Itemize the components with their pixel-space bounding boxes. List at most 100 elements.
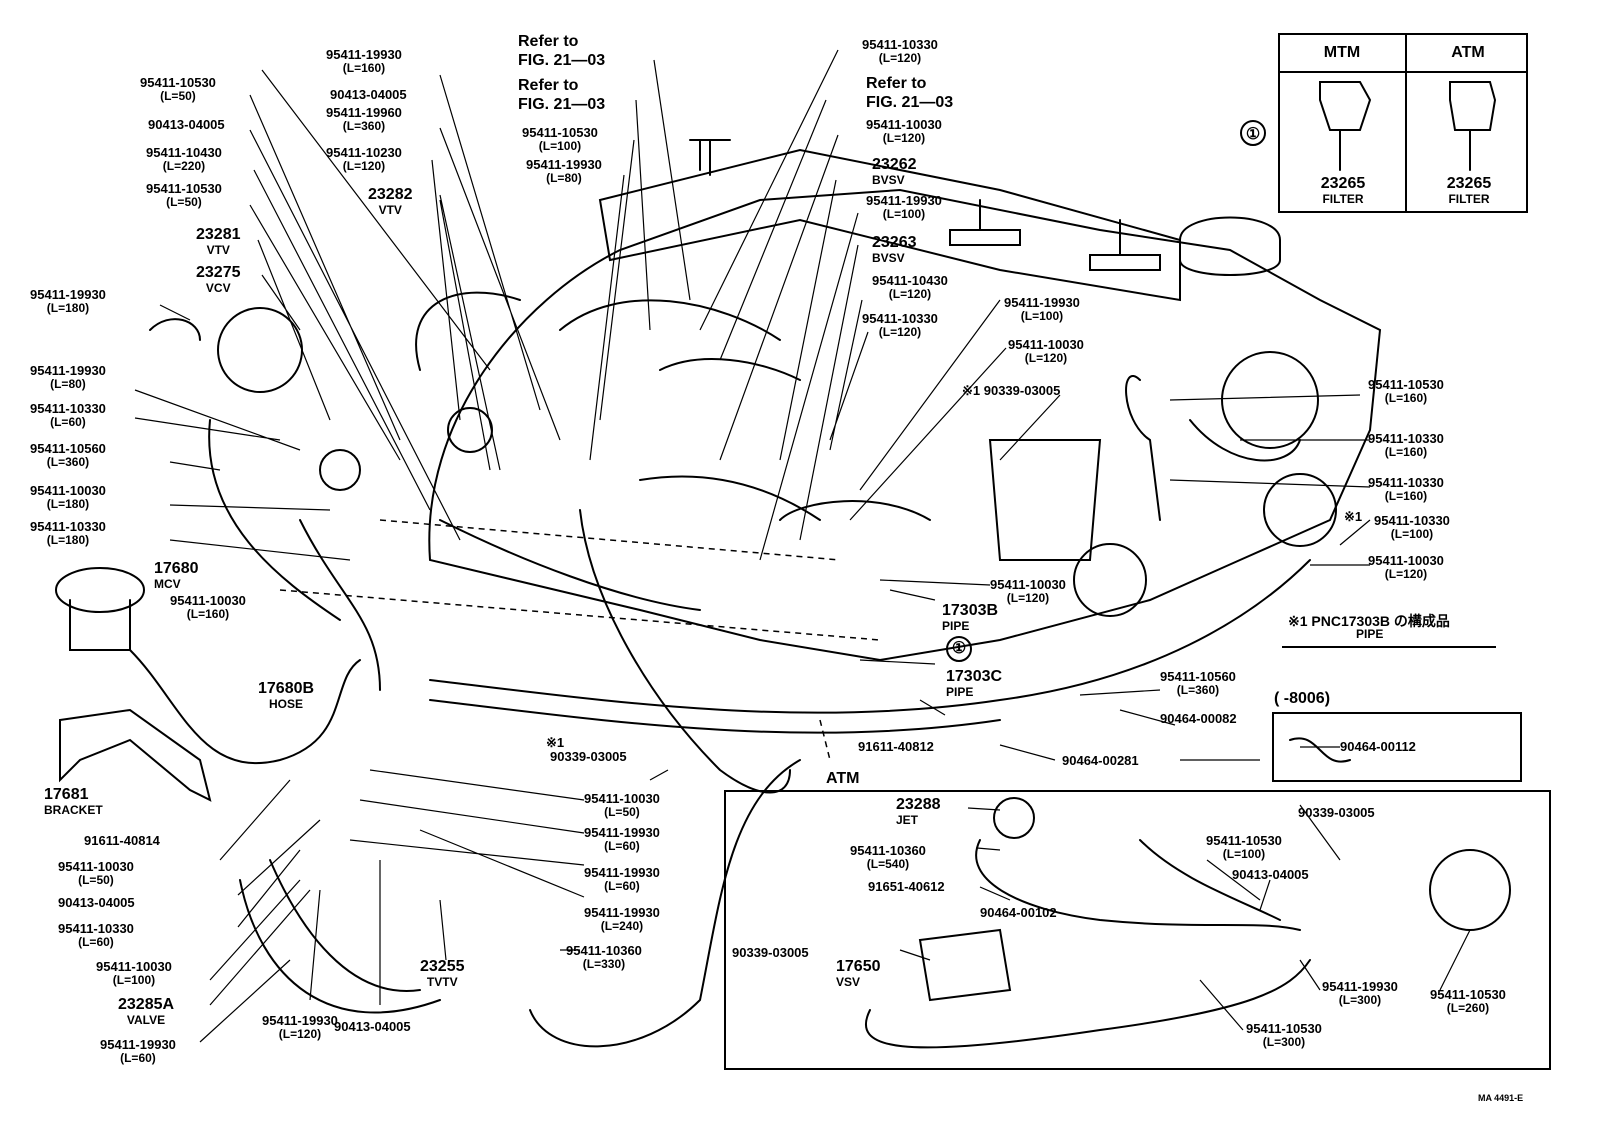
note-underline bbox=[1282, 646, 1496, 648]
part-label: ATM bbox=[826, 770, 860, 787]
hose-6 bbox=[269, 859, 421, 992]
hose-1 bbox=[129, 649, 361, 765]
part-label: 95411-10330(L=160) bbox=[1368, 475, 1444, 503]
distributor bbox=[988, 439, 1102, 561]
part-label: 95411-10330(L=120) bbox=[862, 37, 938, 65]
clip-inset-box bbox=[1272, 712, 1522, 782]
filter-mtm bbox=[1319, 81, 1372, 171]
part-label: 95411-19930(L=100) bbox=[866, 193, 942, 221]
hose-8 bbox=[529, 759, 801, 1048]
reference-code: MA 4491-E bbox=[1478, 1093, 1524, 1103]
part-label: 95411-10330(L=180) bbox=[30, 519, 106, 547]
part-label: ( -8006) bbox=[1274, 690, 1331, 707]
oil-cap bbox=[1179, 216, 1281, 276]
callout-circle-main: ① bbox=[946, 636, 972, 662]
part-label: 95411-10530(L=100) bbox=[1206, 833, 1282, 861]
part-label: 95411-10530(L=160) bbox=[1368, 377, 1444, 405]
diaphragm-2 bbox=[1263, 473, 1337, 547]
part-label: 91611-40814 bbox=[84, 833, 160, 848]
hose-11 bbox=[639, 475, 821, 521]
part-label: 90464-00112 bbox=[1340, 739, 1416, 754]
part-label: 95411-10230(L=120) bbox=[326, 145, 402, 173]
hose-5 bbox=[429, 699, 1001, 734]
inset-label-mtm-filter: 23265 FILTER bbox=[1320, 175, 1366, 206]
vtv-body-2 bbox=[319, 449, 361, 491]
part-label: 95411-10360(L=540) bbox=[850, 843, 926, 871]
detail-inset-box bbox=[724, 790, 1551, 1070]
part-label: 95411-10530(L=300) bbox=[1246, 1021, 1322, 1049]
inset-label-atm-filter: 23265 FILTER bbox=[1446, 175, 1492, 206]
part-label: 95411-19930(L=100) bbox=[1004, 295, 1080, 323]
dashed-leader-3 bbox=[819, 719, 831, 761]
detail-hose-3 bbox=[1139, 839, 1281, 921]
part-label: 95411-10030(L=120) bbox=[990, 577, 1066, 605]
part-label: 95411-10530(L=50) bbox=[140, 75, 216, 103]
valve-cover bbox=[598, 148, 1181, 302]
part-label: 90339-03005 bbox=[732, 945, 809, 960]
part-label: 95411-10030(L=160) bbox=[170, 593, 246, 621]
part-label: 95411-10560(L=360) bbox=[30, 441, 106, 469]
part-label: 91651-40612 bbox=[868, 879, 945, 894]
mcv-stem bbox=[69, 599, 131, 651]
diaphragm bbox=[1073, 543, 1147, 617]
part-label: 90464-00082 bbox=[1160, 711, 1237, 726]
part-label: 95411-10030(L=120) bbox=[866, 117, 942, 145]
mcv-body bbox=[55, 567, 145, 613]
part-label: 95411-19930(L=60) bbox=[584, 865, 660, 893]
inset-divider-vertical bbox=[1405, 35, 1407, 211]
part-label: ※1 bbox=[546, 735, 565, 750]
part-label: 95411-10530(L=260) bbox=[1430, 987, 1506, 1015]
part-label: 95411-10330(L=60) bbox=[30, 401, 106, 429]
part-label: 90413-04005 bbox=[58, 895, 135, 910]
part-label: 90339-03005 bbox=[550, 749, 627, 764]
part-label: 95411-19930(L=60) bbox=[584, 825, 660, 853]
hose-13 bbox=[1125, 375, 1161, 521]
vsv-body bbox=[918, 928, 1012, 1002]
part-label: 95411-19930(L=60) bbox=[100, 1037, 176, 1065]
inset-divider-horizontal bbox=[1280, 71, 1526, 73]
part-label: ※1 90339-03005 bbox=[962, 383, 1061, 398]
hose-3 bbox=[299, 519, 381, 691]
hose-15 bbox=[415, 291, 521, 371]
jet-body bbox=[993, 797, 1035, 839]
hose-12 bbox=[779, 500, 931, 521]
part-label: 95411-10030(L=120) bbox=[1008, 337, 1084, 365]
part-label: 95411-19930(L=120) bbox=[262, 1013, 338, 1041]
part-label: 95411-10030(L=100) bbox=[96, 959, 172, 987]
part-label: 95411-10030(L=50) bbox=[58, 859, 134, 887]
canister bbox=[1221, 351, 1319, 449]
part-label: 95411-19930(L=160) bbox=[326, 47, 402, 75]
hose-2 bbox=[208, 419, 341, 621]
part-label: 95411-10330(L=60) bbox=[58, 921, 134, 949]
part-label: 90413-04005 bbox=[334, 1019, 411, 1034]
hose-18 bbox=[149, 318, 201, 341]
part-label: 95411-19960(L=360) bbox=[326, 105, 402, 133]
part-label: 90413-04005 bbox=[330, 87, 407, 102]
switch-inset-box: MTM ATM 23265 FILTER 23265 FILTER bbox=[1278, 33, 1528, 213]
pnc-note: ※1 PNC17303B の構成品 PIPE bbox=[1288, 613, 1450, 641]
air-filler-3 bbox=[1089, 219, 1161, 271]
part-label: 95411-10030(L=120) bbox=[1368, 553, 1444, 581]
part-label: 95411-10430(L=120) bbox=[872, 273, 948, 301]
part-label: 95411-10030(L=180) bbox=[30, 483, 106, 511]
detail-hose-1 bbox=[865, 959, 1311, 1049]
hose-7 bbox=[239, 879, 441, 1014]
part-label: 95411-19930(L=80) bbox=[30, 363, 106, 391]
filter-atm bbox=[1449, 81, 1497, 171]
dashed-leader-2 bbox=[379, 519, 841, 561]
detail-hose-2 bbox=[975, 839, 1301, 931]
part-label: ※1 bbox=[1344, 509, 1363, 524]
part-label: 90464-00102 bbox=[980, 905, 1057, 920]
